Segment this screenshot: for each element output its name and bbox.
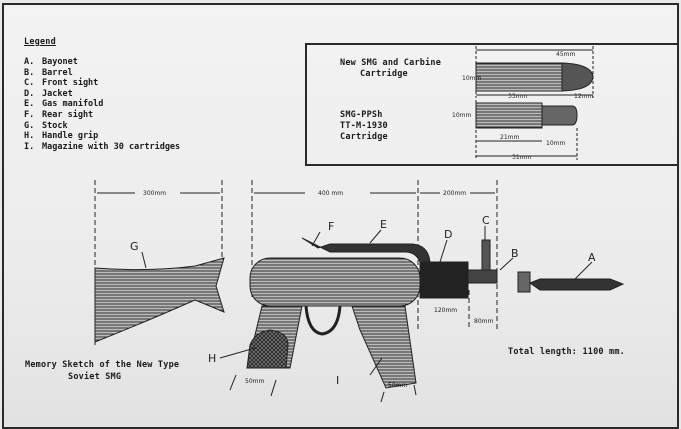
jacket-drawing [419, 261, 469, 299]
trigger-guard-drawing [304, 305, 342, 336]
old-overall-dim: 31mm [512, 154, 531, 161]
jacket-dim: 120mm [434, 307, 457, 314]
old-diameter-dim: 10mm [452, 112, 471, 119]
stock-dim: 300mm [143, 190, 166, 197]
label-a: A [588, 251, 596, 264]
legend-item: B.Barrel [24, 67, 73, 78]
new-bullet-dim: 12mm [574, 93, 593, 100]
old-cartridge-subtitle: Cartridge [340, 132, 388, 142]
receiver-drawing [249, 257, 421, 307]
barrel-drawing [467, 269, 498, 284]
old-case-dim: 21mm [500, 134, 519, 141]
legend-item: A.Bayonet [24, 57, 78, 67]
old-cartridge-model: TT-M-1930 [340, 121, 388, 131]
label-i: I [336, 374, 339, 387]
legend-item: F.Rear sight [24, 109, 94, 120]
old-bullet-dim: 10mm [546, 140, 565, 147]
label-c: C [482, 214, 490, 227]
old-cartridge-title: SMG-PPSh [340, 110, 383, 120]
legend-item: E.Gas manifold [24, 99, 104, 110]
total-length: Total length: 1100 mm. [508, 347, 625, 357]
caption-line2: Soviet SMG [68, 372, 122, 382]
bayonet-drawing [528, 278, 625, 291]
cartridge-panel [305, 43, 678, 166]
label-b: B [511, 247, 519, 260]
new-cartridge-drawing [475, 46, 594, 98]
grip-dim: 50mm [245, 378, 264, 385]
new-diameter-dim: 10mm [462, 75, 481, 82]
new-case-dim: 33mm [508, 93, 527, 100]
bayonet-ring-drawing [517, 271, 531, 293]
front-dim: 200mm [443, 190, 466, 197]
label-g: G [130, 240, 139, 253]
legend-item: G.Stock [24, 120, 68, 131]
legend-list: A.Bayonet B.Barrel C.Front sight D.Jacke… [24, 57, 180, 152]
legend-item: I.Magazine with 30 cartridges [24, 141, 181, 152]
front-sight-drawing [481, 239, 491, 271]
barrel-dim: 80mm [474, 318, 493, 325]
new-cartridge-title: New SMG and Carbine [340, 58, 442, 68]
body-dim: 400 mm [318, 190, 343, 197]
magazine-drawing [351, 305, 417, 389]
new-overall-dim: 45mm [556, 51, 575, 58]
label-f: F [328, 220, 334, 233]
old-cartridge-drawing [475, 100, 578, 160]
legend-item: H.Handle grip [24, 131, 99, 142]
label-d: D [444, 228, 452, 241]
magazine-dim: 50mm [388, 382, 407, 389]
stock-drawing [94, 257, 225, 343]
legend-item: D.Jacket [24, 88, 73, 99]
new-cartridge-subtitle: Cartridge [360, 69, 408, 79]
label-e: E [380, 218, 387, 231]
legend-item: C.Front sight [24, 78, 99, 89]
label-h: H [208, 352, 216, 365]
legend-title: Legend [24, 37, 56, 47]
caption-line1: Memory Sketch of the New Type [25, 360, 180, 370]
